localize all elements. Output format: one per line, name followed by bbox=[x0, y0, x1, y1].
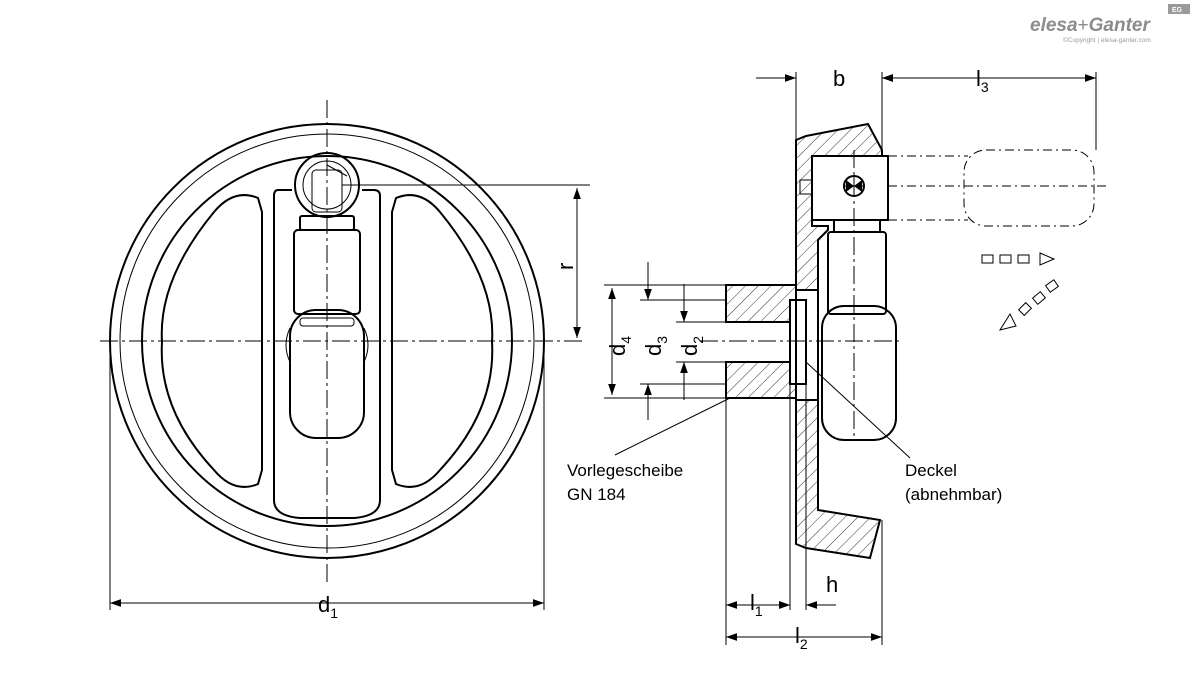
side-view: b l3 d4 d3 d2 l1 h l2 bbox=[604, 66, 1110, 652]
hub-section-lower bbox=[725, 361, 797, 399]
fold-arrows-straight bbox=[981, 252, 1056, 266]
washer-label-line2: GN 184 bbox=[567, 485, 626, 504]
dim-h-label: h bbox=[826, 572, 838, 597]
rim-inner bbox=[141, 155, 513, 527]
brand-badge-bg bbox=[1168, 4, 1190, 14]
brand-logo: elesa+Ganter EG ©Copyright | elesa-gante… bbox=[1030, 4, 1190, 44]
section-lower bbox=[795, 399, 882, 560]
cover bbox=[789, 299, 807, 385]
side-handle-shaft bbox=[827, 231, 887, 315]
brand-name-part1: elesa bbox=[1030, 15, 1078, 36]
dim-b-label: b bbox=[833, 66, 845, 91]
cover-note: Deckel (abnehmbar) bbox=[905, 461, 1002, 504]
dim-d3-label: d3 bbox=[641, 336, 670, 356]
dim-l2-label: l2 bbox=[795, 623, 808, 652]
handle-grip bbox=[289, 309, 365, 439]
cover-label-line1: Deckel bbox=[905, 461, 957, 480]
central-spoke bbox=[273, 189, 381, 519]
brand-badge: EG bbox=[1172, 7, 1183, 14]
dim-d2-label: d2 bbox=[677, 336, 706, 356]
dim-l1-label: l1 bbox=[750, 590, 763, 619]
left-window bbox=[160, 194, 263, 488]
brand-copyright: ©Copyright | elesa-ganter.com bbox=[1063, 36, 1151, 44]
cover-label-line2: (abnehmbar) bbox=[905, 485, 1002, 504]
rim-middle bbox=[119, 133, 535, 549]
brand-name-plus: + bbox=[1078, 15, 1089, 36]
brand-name-part2: Ganter bbox=[1089, 15, 1152, 36]
fold-arrows-curved bbox=[998, 279, 1060, 331]
handle-shaft bbox=[293, 229, 361, 315]
dim-r-label: r bbox=[553, 263, 578, 270]
washer-leader bbox=[614, 397, 731, 456]
washer-note: Vorlegescheibe GN 184 bbox=[567, 461, 683, 504]
hub-section-upper bbox=[725, 284, 797, 323]
side-handle-grip bbox=[821, 305, 897, 441]
dim-d4-label: d4 bbox=[605, 336, 634, 356]
handle-pivot-stem bbox=[311, 169, 343, 213]
svg-text:elesa+Ganter: elesa+Ganter bbox=[1030, 15, 1152, 36]
folded-handle-outline bbox=[888, 155, 968, 221]
dim-l3-label: l3 bbox=[976, 66, 989, 95]
cover-leader bbox=[805, 361, 911, 459]
dim-d1-label: d1 bbox=[318, 592, 338, 621]
washer-label-line1: Vorlegescheibe bbox=[567, 461, 683, 480]
front-view: d1 r bbox=[100, 100, 590, 621]
right-window bbox=[391, 194, 494, 488]
side-handle-collar bbox=[833, 219, 881, 233]
